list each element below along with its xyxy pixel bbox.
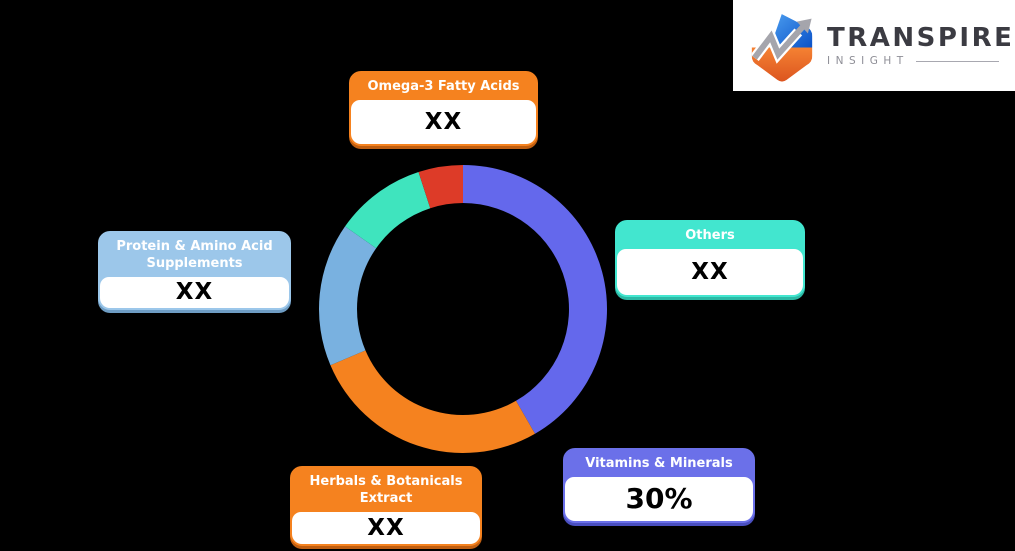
callout-value-panel: 30% [565,476,753,521]
logo-text-block: TRANSPIRE INSIGHT [827,24,1014,68]
callout-title: Herbals & Botanicals Extract [309,474,463,506]
callout-value: XX [367,514,405,541]
callout-vitamins-minerals: Vitamins & Minerals 30% [563,448,755,523]
callout-value: 30% [625,482,693,516]
logo: TRANSPIRE INSIGHT [733,0,1015,91]
donut-segment-protein-amino-acid-supplements [318,226,377,366]
callout-herbals-botanicals-extract: Herbals & Botanicals Extract XX [290,466,482,546]
logo-sub-row: INSIGHT [827,55,999,67]
logo-underline [915,60,999,62]
callout-title: Others [685,228,735,243]
callout-others: Others XX [615,220,805,297]
callout-protein-amino-acid-supplements: Protein & Amino Acid Supplements XX [98,231,291,310]
callout-omega-3-fatty-acids: Omega-3 Fatty Acids XX [349,71,538,146]
callout-value-panel: XX [351,99,536,144]
callout-value: XX [691,258,729,285]
callout-value: XX [424,108,463,135]
logo-arrow-head [796,18,812,33]
donut-segment-vitamins-minerals [463,165,608,434]
logo-sub-text: INSIGHT [827,55,909,68]
callout-title: Omega-3 Fatty Acids [367,79,520,94]
callout-title: Protein & Amino Acid Supplements [116,239,273,271]
donut-segment-omega-3-fatty-acids [418,165,463,209]
callout-value-panel: XX [617,248,803,295]
donut-segment-others [345,172,431,249]
logo-brand-text: TRANSPIRE [827,22,1015,53]
logo-arrow-tail [787,22,807,44]
donut-chart [318,165,608,454]
donut-segment-herbals-botanicals-extract [330,350,535,454]
callout-value: XX [175,279,214,306]
transpire-logo-icon [751,11,813,82]
logo-arrow-zigzag [752,29,801,60]
callout-value-panel: XX [292,511,480,544]
callout-title: Vitamins & Minerals [585,456,733,471]
callout-value-panel: XX [100,276,289,308]
